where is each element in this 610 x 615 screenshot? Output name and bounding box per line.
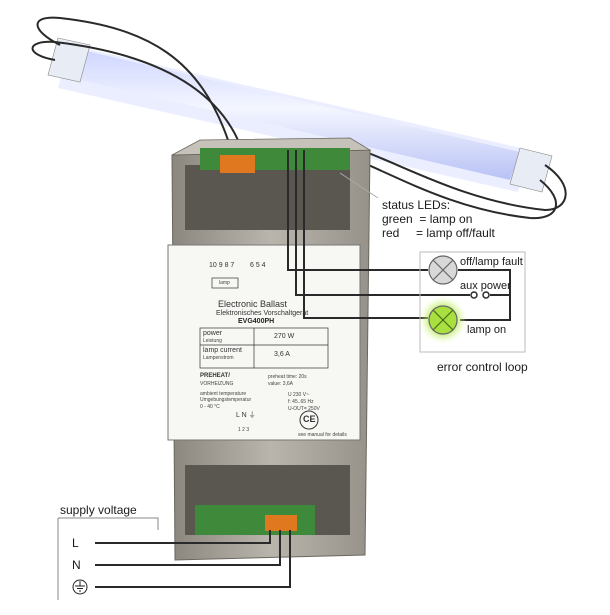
power-sub: Leistung	[203, 338, 222, 344]
preheat-label: PREHEAT/	[200, 373, 230, 379]
voltage-1: U 230 V~	[288, 392, 309, 398]
current-value: 3,6 A	[274, 351, 290, 358]
lamp-end-cap-left	[47, 37, 91, 83]
supply-bracket	[58, 517, 159, 530]
voltage-3: U-OUT= 250V	[288, 406, 320, 412]
preheat-value: value: 3,6A	[268, 381, 294, 387]
ce-label: CE	[303, 414, 316, 424]
supply-n-label: N	[72, 558, 81, 572]
control-wiring	[287, 150, 511, 321]
error-loop-frame	[419, 251, 526, 353]
voltage-2: f: 45..65 Hz	[288, 399, 314, 405]
vent-top	[185, 165, 350, 230]
lamp-on-icon	[419, 296, 467, 344]
lamp-terminal-block	[220, 155, 255, 173]
power-label: power	[203, 330, 223, 337]
terminals-left: 10 9 8 7	[209, 262, 235, 269]
earth-icon	[72, 579, 88, 595]
aux-power-label: aux power	[460, 280, 511, 292]
aux-switch-left	[470, 291, 478, 299]
status-leds-leader	[339, 172, 379, 199]
label-title-de: Elektronisches Vorschaltgerät	[216, 310, 309, 317]
status-green: green = lamp on	[382, 212, 473, 226]
ambient-label: ambient temperature	[200, 391, 247, 397]
supply-voltage-label: supply voltage	[60, 503, 137, 517]
lamp-on-label: lamp on	[467, 324, 507, 336]
lne-label: L N ⏚	[236, 412, 256, 419]
label-plate	[167, 244, 361, 441]
label-title: Electronic Ballast	[218, 299, 288, 309]
lne-nums: 1 2 3	[238, 427, 250, 433]
uv-lamp-tube	[47, 37, 553, 193]
lamp-wires	[31, 16, 567, 220]
lamp-box	[211, 277, 239, 289]
error-loop-label: error control loop	[437, 360, 528, 374]
spec-table	[199, 327, 329, 369]
status-leds-title: status LEDs:	[382, 198, 451, 212]
aux-switch-right	[482, 291, 490, 299]
current-label: lamp current	[203, 347, 242, 354]
preheat-sub: VORHEIZUNG	[200, 381, 234, 387]
ce-mark	[299, 410, 319, 430]
current-sub: Lampenstrom	[203, 355, 234, 361]
terminals-mid: 6 5 4	[250, 262, 266, 269]
power-value: 270 W	[274, 333, 295, 340]
lamp-box-label: lamp	[219, 280, 230, 286]
supply-terminal-block	[265, 515, 297, 531]
ambient-range: 0 - 40 °C	[200, 404, 220, 410]
model-number: EVG400PH	[238, 318, 275, 325]
off-fault-label: off/lamp fault	[460, 256, 523, 268]
status-red: red = lamp off/fault	[382, 226, 495, 240]
manual-note: see manual for details	[298, 432, 347, 438]
ambient-sub: Umgebungstemperatur	[200, 397, 252, 403]
fault-lamp-icon	[428, 255, 458, 285]
preheat-time: preheat time: 20s	[268, 374, 307, 380]
supply-wiring	[95, 530, 291, 588]
supply-l-label: L	[72, 536, 79, 550]
